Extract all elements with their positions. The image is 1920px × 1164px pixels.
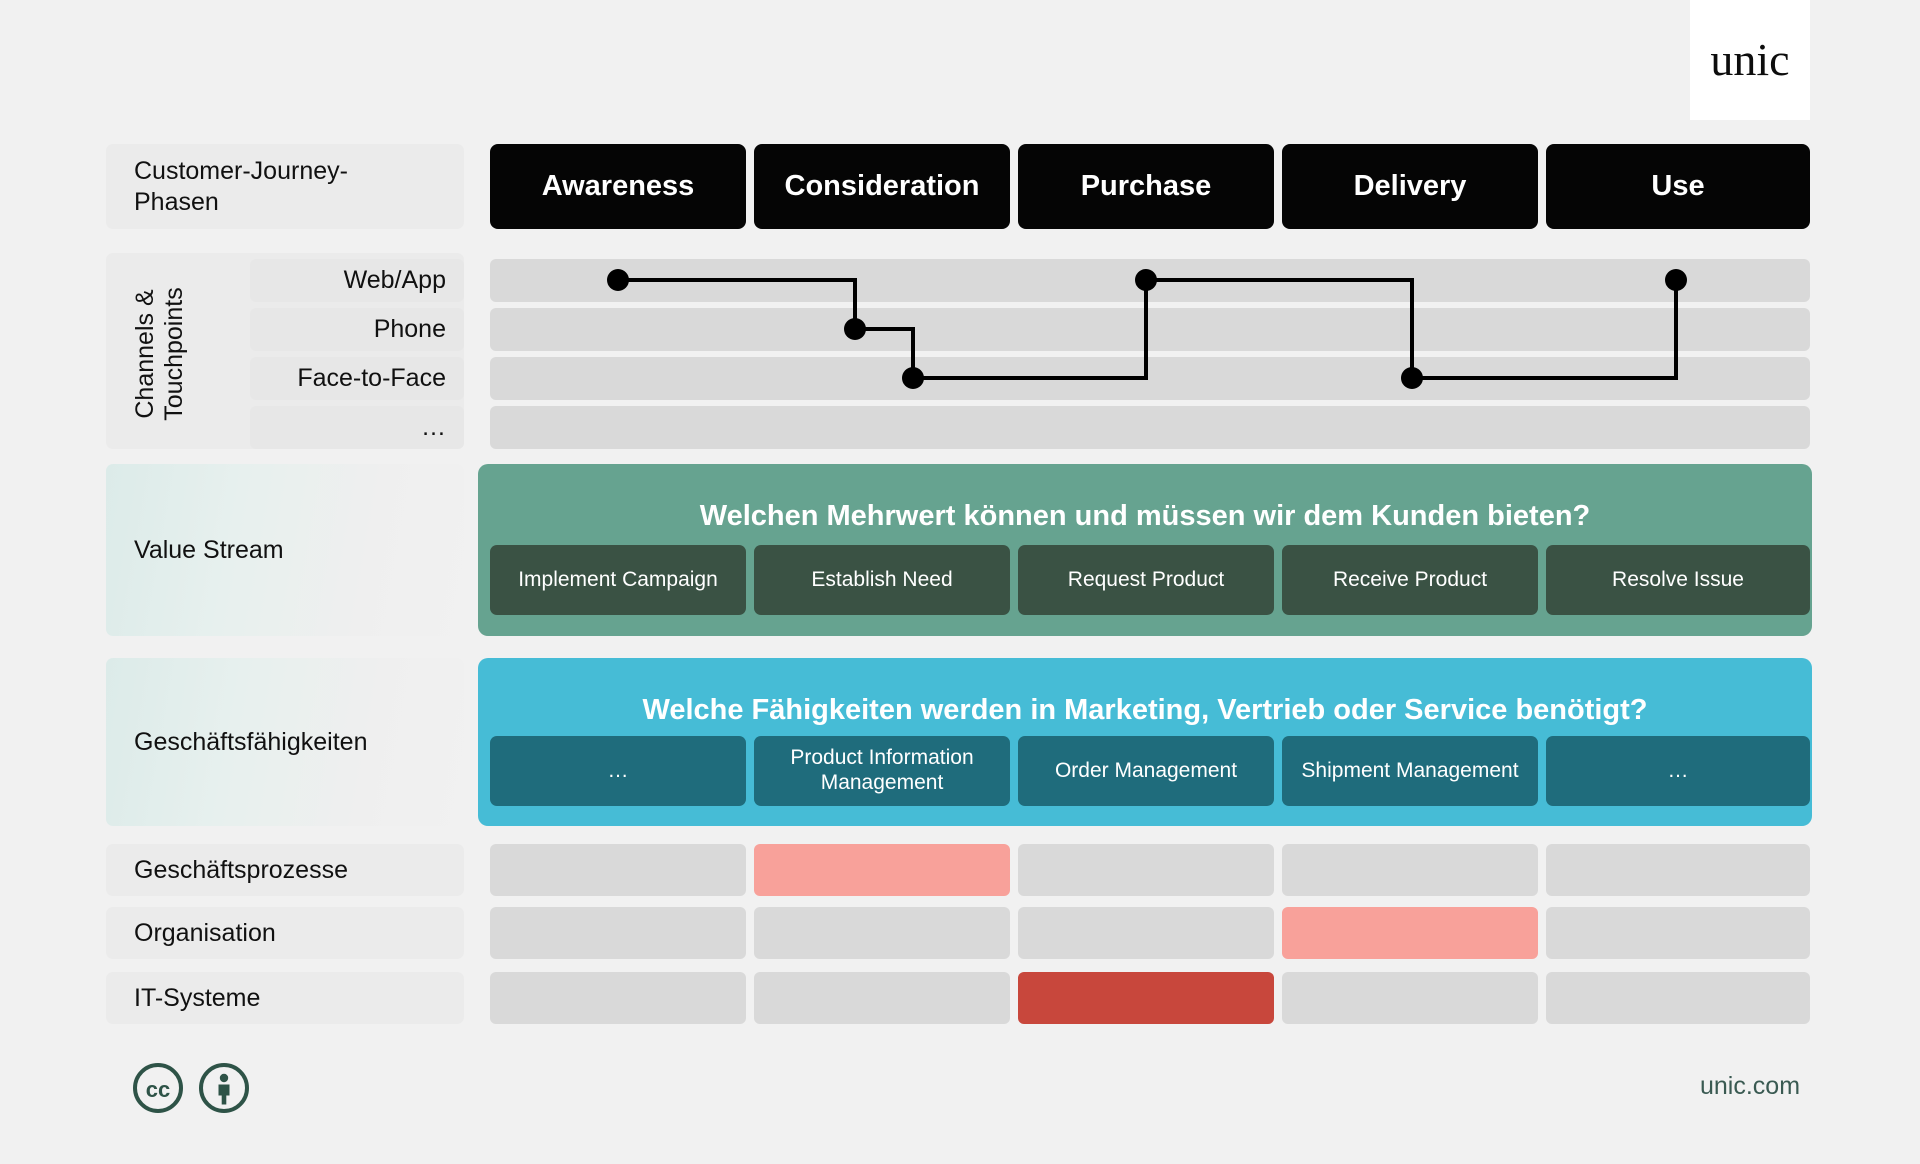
- row-label-channels-touchpoints: Channels & Touchpoints: [130, 287, 189, 421]
- phase-header-consideration[interactable]: Consideration: [754, 144, 1010, 229]
- channel-row-other[interactable]: [490, 406, 1810, 449]
- channel-row-phone[interactable]: [490, 308, 1810, 351]
- matrix-cell-organisation-awareness[interactable]: [490, 907, 746, 959]
- matrix-cell-processes-consideration[interactable]: [754, 844, 1010, 896]
- row-label-customer-journey-phases: Customer-Journey- Phasen: [106, 144, 464, 229]
- channel-item-face-to-face[interactable]: Face-to-Face: [250, 357, 464, 400]
- row-label-capabilities: Geschäftsfähigkeiten: [106, 658, 464, 826]
- row-label-it-systems: IT-Systeme: [106, 972, 464, 1024]
- matrix-cell-organisation-purchase[interactable]: [1018, 907, 1274, 959]
- matrix-cell-processes-awareness[interactable]: [490, 844, 746, 896]
- matrix-cell-itsystems-use[interactable]: [1546, 972, 1810, 1024]
- capability-item-other-right[interactable]: …: [1546, 736, 1810, 806]
- phase-header-awareness[interactable]: Awareness: [490, 144, 746, 229]
- creative-commons-by-icon: [199, 1063, 249, 1113]
- value-stream-step-establish-need[interactable]: Establish Need: [754, 545, 1010, 615]
- value-stream-step-implement-campaign[interactable]: Implement Campaign: [490, 545, 746, 615]
- license-badges: cc: [132, 1062, 250, 1114]
- value-stream-step-request-product[interactable]: Request Product: [1018, 545, 1274, 615]
- value-stream-step-receive-product[interactable]: Receive Product: [1282, 545, 1538, 615]
- channel-item-other[interactable]: …: [250, 406, 464, 449]
- matrix-cell-organisation-use[interactable]: [1546, 907, 1810, 959]
- row-label-business-processes: Geschäftsprozesse: [106, 844, 464, 896]
- row-label-channels-touchpoints-group: Channels & Touchpoints Web/App Phone Fac…: [106, 253, 464, 449]
- phase-header-use[interactable]: Use: [1546, 144, 1810, 229]
- row-label-organisation: Organisation: [106, 907, 464, 959]
- matrix-cell-organisation-delivery[interactable]: [1282, 907, 1538, 959]
- matrix-cell-processes-use[interactable]: [1546, 844, 1810, 896]
- capability-item-other-left[interactable]: …: [490, 736, 746, 806]
- matrix-cell-itsystems-awareness[interactable]: [490, 972, 746, 1024]
- matrix-cell-processes-delivery[interactable]: [1282, 844, 1538, 896]
- channel-row-web-app[interactable]: [490, 259, 1810, 302]
- phase-header-purchase[interactable]: Purchase: [1018, 144, 1274, 229]
- capability-item-product-information-management[interactable]: Product Information Management: [754, 736, 1010, 806]
- footer-website-link[interactable]: unic.com: [1700, 1072, 1801, 1100]
- matrix-cell-itsystems-delivery[interactable]: [1282, 972, 1538, 1024]
- phase-header-delivery[interactable]: Delivery: [1282, 144, 1538, 229]
- value-stream-question: Welchen Mehrwert können und müssen wir d…: [699, 500, 1591, 532]
- channel-row-face-to-face[interactable]: [490, 357, 1810, 400]
- matrix-cell-organisation-consideration[interactable]: [754, 907, 1010, 959]
- channel-item-phone[interactable]: Phone: [250, 308, 464, 351]
- matrix-cell-processes-purchase[interactable]: [1018, 844, 1274, 896]
- logo-text: unic: [1710, 34, 1790, 85]
- svg-text:cc: cc: [146, 1077, 170, 1102]
- unic-logo: unic: [1690, 0, 1810, 120]
- creative-commons-icon: cc: [133, 1063, 183, 1113]
- matrix-cell-itsystems-purchase[interactable]: [1018, 972, 1274, 1024]
- matrix-cell-itsystems-consideration[interactable]: [754, 972, 1010, 1024]
- value-stream-step-resolve-issue[interactable]: Resolve Issue: [1546, 545, 1810, 615]
- capabilities-question: Welche Fähigkeiten werden in Marketing, …: [642, 694, 1648, 726]
- row-label-value-stream: Value Stream: [106, 464, 464, 636]
- capability-item-shipment-management[interactable]: Shipment Management: [1282, 736, 1538, 806]
- channel-item-web-app[interactable]: Web/App: [250, 259, 464, 302]
- capability-item-order-management[interactable]: Order Management: [1018, 736, 1274, 806]
